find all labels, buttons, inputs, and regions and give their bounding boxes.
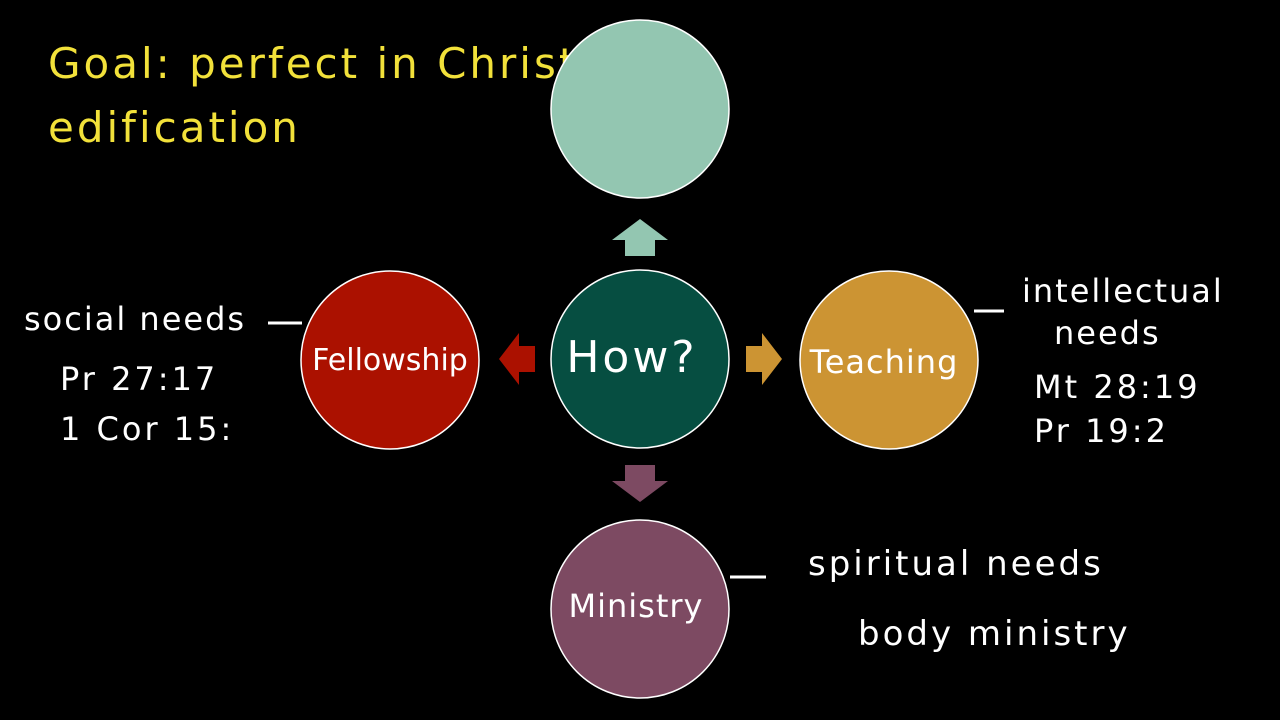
goal-line-2: edification xyxy=(48,103,301,152)
bottom-label: Ministry xyxy=(569,587,704,625)
left-arrow xyxy=(499,333,535,385)
bottom-note-line-2: body ministry xyxy=(858,614,1131,654)
left-ref-1: Pr 27:17 xyxy=(60,360,218,398)
bottom-circle xyxy=(550,519,730,699)
right-label: Teaching xyxy=(809,343,959,381)
bottom-note-line-1: spiritual needs xyxy=(808,544,1104,584)
left-ref-2: 1 Cor 15: xyxy=(60,410,234,448)
center-circle xyxy=(550,269,730,449)
top-circle xyxy=(550,19,730,199)
right-ref-1: Mt 28:19 xyxy=(1034,368,1201,406)
down-arrow xyxy=(612,465,668,502)
left-circle xyxy=(300,270,480,450)
up-arrow xyxy=(612,219,668,256)
right-need-line-1: intellectual xyxy=(1022,272,1224,310)
left-need-text: social needs xyxy=(24,300,246,338)
right-circle xyxy=(799,270,979,450)
center-label: How? xyxy=(566,332,697,383)
goal-line-1: Goal: perfect in Christ xyxy=(48,39,578,88)
right-ref-2: Pr 19:2 xyxy=(1034,412,1169,450)
left-label: Fellowship xyxy=(312,343,468,378)
right-arrow xyxy=(746,333,782,385)
right-need-line-2: needs xyxy=(1054,314,1161,352)
